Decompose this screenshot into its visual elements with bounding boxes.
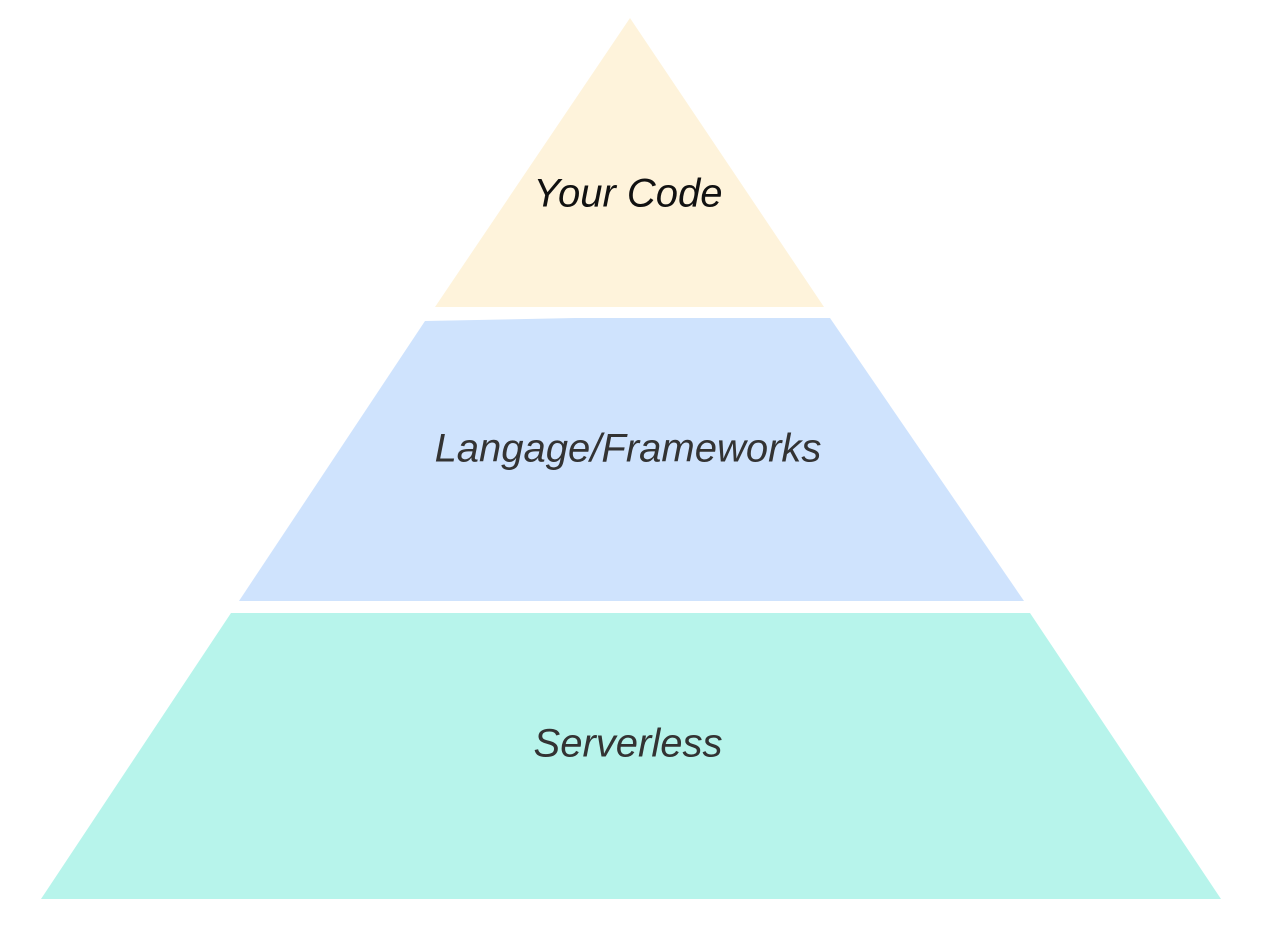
layer-language-frameworks-shape <box>239 318 1024 601</box>
layer-your-code-label: Your Code <box>533 172 722 216</box>
layer-language-frameworks: Langage/Frameworks <box>239 318 1024 601</box>
layer-serverless: Serverless <box>41 613 1221 899</box>
layer-your-code-shape <box>435 18 824 307</box>
layer-serverless-shape <box>41 613 1221 899</box>
layer-language-frameworks-label: Langage/Frameworks <box>435 427 822 471</box>
layer-serverless-label: Serverless <box>534 722 723 766</box>
layer-your-code: Your Code <box>435 18 824 307</box>
